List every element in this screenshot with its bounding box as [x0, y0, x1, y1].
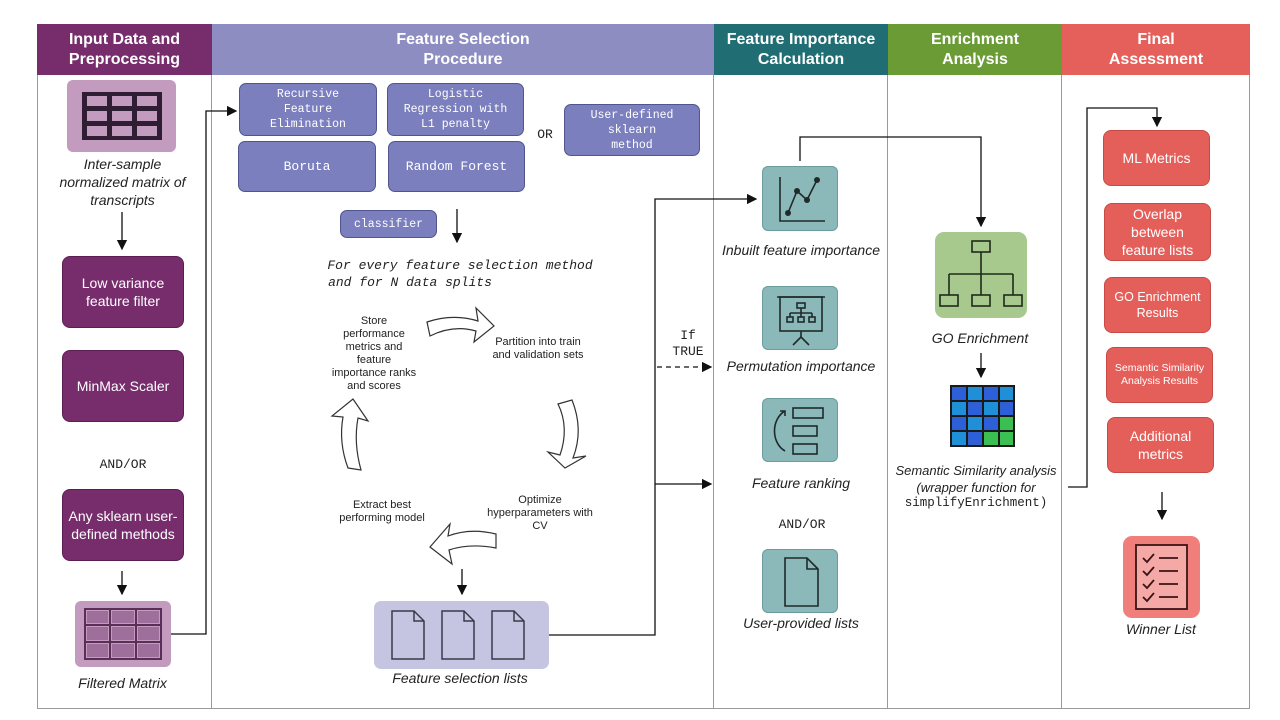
header-final: Final Assessment [1062, 24, 1250, 75]
arrow-semantic-to-final [1068, 107, 1163, 488]
heatmap-grid-icon [950, 385, 1015, 447]
column-frame-final [1061, 24, 1250, 709]
or-label: OR [537, 127, 553, 142]
table-icon [82, 92, 162, 140]
input-matrix-node [67, 80, 176, 152]
input-and-or-label: AND/OR [99, 457, 147, 472]
semantic-caption-line-2: (wrapper function for [916, 480, 1036, 495]
semantic-heatmap-node [950, 385, 1015, 447]
winner-list-caption: Winner List [1126, 621, 1196, 637]
step-optimize: Optimize hyperparameters with CV [487, 494, 593, 532]
cycle-arrow-top [426, 306, 495, 344]
document-icon [784, 557, 819, 607]
inbuilt-importance-node [762, 166, 838, 231]
go-enrichment-caption: GO Enrichment [931, 330, 1029, 346]
step-extract: Extract best performing model [339, 499, 425, 524]
column-frame-input [37, 24, 212, 709]
filtered-matrix-node [75, 601, 171, 667]
winner-list-node [1123, 536, 1200, 618]
overlap-box: Overlap between feature lists [1104, 203, 1211, 261]
cycle-arrow-right [545, 399, 587, 469]
feature-ranking-node [762, 398, 838, 462]
document-icon [441, 610, 475, 660]
hierarchy-icon [939, 240, 1023, 307]
document-icon [391, 610, 425, 660]
semantic-caption-line-1: Semantic Similarity analysis [895, 463, 1057, 478]
filtered-matrix-caption: Filtered Matrix [78, 675, 167, 691]
arrow-lists-to-inbuilt [549, 193, 758, 636]
header-input: Input Data and Preprocessing [37, 24, 212, 75]
user-lists-node [762, 549, 838, 613]
low-variance-filter-box: Low variance feature filter [62, 256, 184, 328]
cycle-arrow-bottom [429, 522, 497, 566]
if-true-label-2: TRUE [672, 344, 704, 359]
header-enrichment: Enrichment Analysis [888, 24, 1062, 75]
ranking-icon [773, 407, 824, 455]
document-icon [491, 610, 525, 660]
if-true-label-1: If [680, 328, 696, 343]
column-frame-enrichment [887, 24, 1062, 709]
sklearn-methods-box: Any sklearn user-defined methods [62, 489, 184, 561]
step-store-metrics: Store performance metrics and feature im… [331, 315, 417, 392]
go-results-box: GO Enrichment Results [1104, 277, 1211, 333]
importance-and-or-label: AND/OR [778, 517, 826, 532]
checklist-icon [1135, 544, 1188, 610]
step-partition: Partition into train and validation sets [492, 336, 584, 361]
column-frame-selection [211, 24, 714, 709]
cycle-arrow-left [330, 398, 370, 471]
presentation-board-icon [777, 296, 825, 346]
column-frame-importance [713, 24, 888, 709]
semantic-results-box: Semantic Similarity Analysis Results [1106, 347, 1213, 403]
semantic-caption-line-3: simplifyEnrichment) [904, 496, 1048, 510]
line-chart-icon [779, 177, 825, 222]
user-defined-method-box: User-defined sklearn method [564, 104, 700, 156]
loop-title-line-2: and for N data splits [328, 275, 492, 290]
header-importance: Feature Importance Calculation [714, 24, 888, 75]
inbuilt-importance-caption: Inbuilt feature importance [722, 242, 880, 258]
arrow-importance-to-go [799, 136, 987, 228]
arrow-filtered-to-methods [171, 105, 238, 635]
input-matrix-caption: Inter-sample normalized matrix of transc… [59, 156, 186, 208]
feature-lists-node [374, 601, 549, 669]
classifier-box: classifier [340, 210, 437, 238]
go-enrichment-node [935, 232, 1027, 318]
feature-lists-caption: Feature selection lists [392, 670, 528, 686]
random-forest-method-box: Random Forest [388, 141, 525, 192]
rfe-method-box: Recursive Feature Elimination [239, 83, 377, 136]
header-selection: Feature Selection Procedure [212, 24, 714, 75]
table-icon [84, 608, 162, 660]
logreg-method-box: Logistic Regression with L1 penalty [387, 83, 524, 136]
user-lists-caption: User-provided lists [743, 615, 859, 631]
additional-metrics-box: Additional metrics [1107, 417, 1214, 473]
loop-title-line-1: For every feature selection method [327, 258, 593, 273]
permutation-importance-node [762, 286, 838, 350]
permutation-importance-caption: Permutation importance [726, 358, 876, 374]
boruta-method-box: Boruta [238, 141, 376, 192]
feature-ranking-caption: Feature ranking [751, 475, 851, 491]
minmax-scaler-box: MinMax Scaler [62, 350, 184, 422]
ml-metrics-box: ML Metrics [1103, 130, 1210, 186]
